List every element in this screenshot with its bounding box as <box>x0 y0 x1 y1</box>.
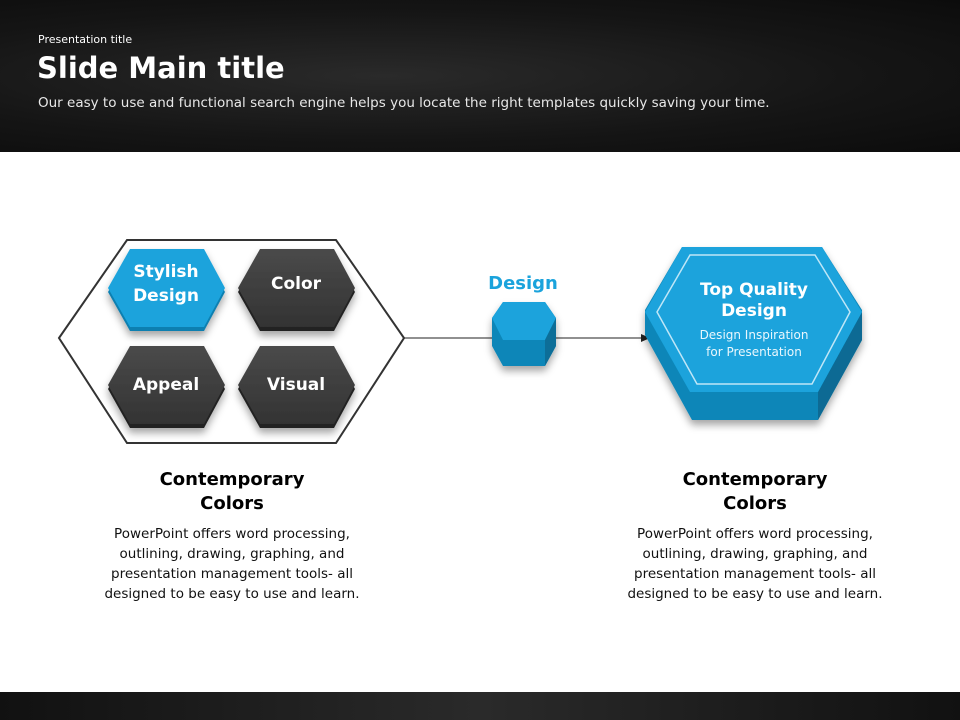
hex-label: Design <box>133 286 199 306</box>
caption-right: Contemporary Colors PowerPoint offers wo… <box>605 468 905 604</box>
presentation-title: Presentation title <box>38 33 133 46</box>
hex-label: Appeal <box>133 375 199 395</box>
caption-title: Contemporary <box>159 469 305 490</box>
connector-label: Design <box>488 273 558 294</box>
big-quality-hexagon <box>645 247 862 420</box>
hex-label: Visual <box>267 375 325 395</box>
caption-body: PowerPoint offers word processing, outli… <box>627 526 883 602</box>
hex-stylish-design <box>108 249 225 331</box>
slide-main-title: Slide Main title <box>37 51 285 85</box>
result-description: for Presentation <box>706 345 802 359</box>
outer-hexagon-outline <box>57 239 406 444</box>
hex-label: Stylish <box>133 262 198 282</box>
small-design-hexagon <box>492 302 556 366</box>
result-title: Design <box>721 301 787 321</box>
hex-appeal <box>108 346 225 428</box>
caption-left: Contemporary Colors PowerPoint offers wo… <box>82 468 382 604</box>
result-description: Design Inspiration <box>700 328 809 342</box>
header-banner <box>0 0 960 152</box>
footer-banner <box>0 692 960 720</box>
caption-title: Contemporary <box>682 469 828 490</box>
caption-title: Colors <box>723 493 787 514</box>
result-title: Top Quality <box>700 280 808 300</box>
hex-label: Color <box>271 274 322 294</box>
arrow-head-icon <box>641 334 650 342</box>
slide-subtitle: Our easy to use and functional search en… <box>38 95 770 111</box>
hex-color <box>238 249 355 331</box>
caption-title: Colors <box>200 493 264 514</box>
caption-body: PowerPoint offers word processing, outli… <box>104 526 360 602</box>
hex-visual <box>238 346 355 428</box>
